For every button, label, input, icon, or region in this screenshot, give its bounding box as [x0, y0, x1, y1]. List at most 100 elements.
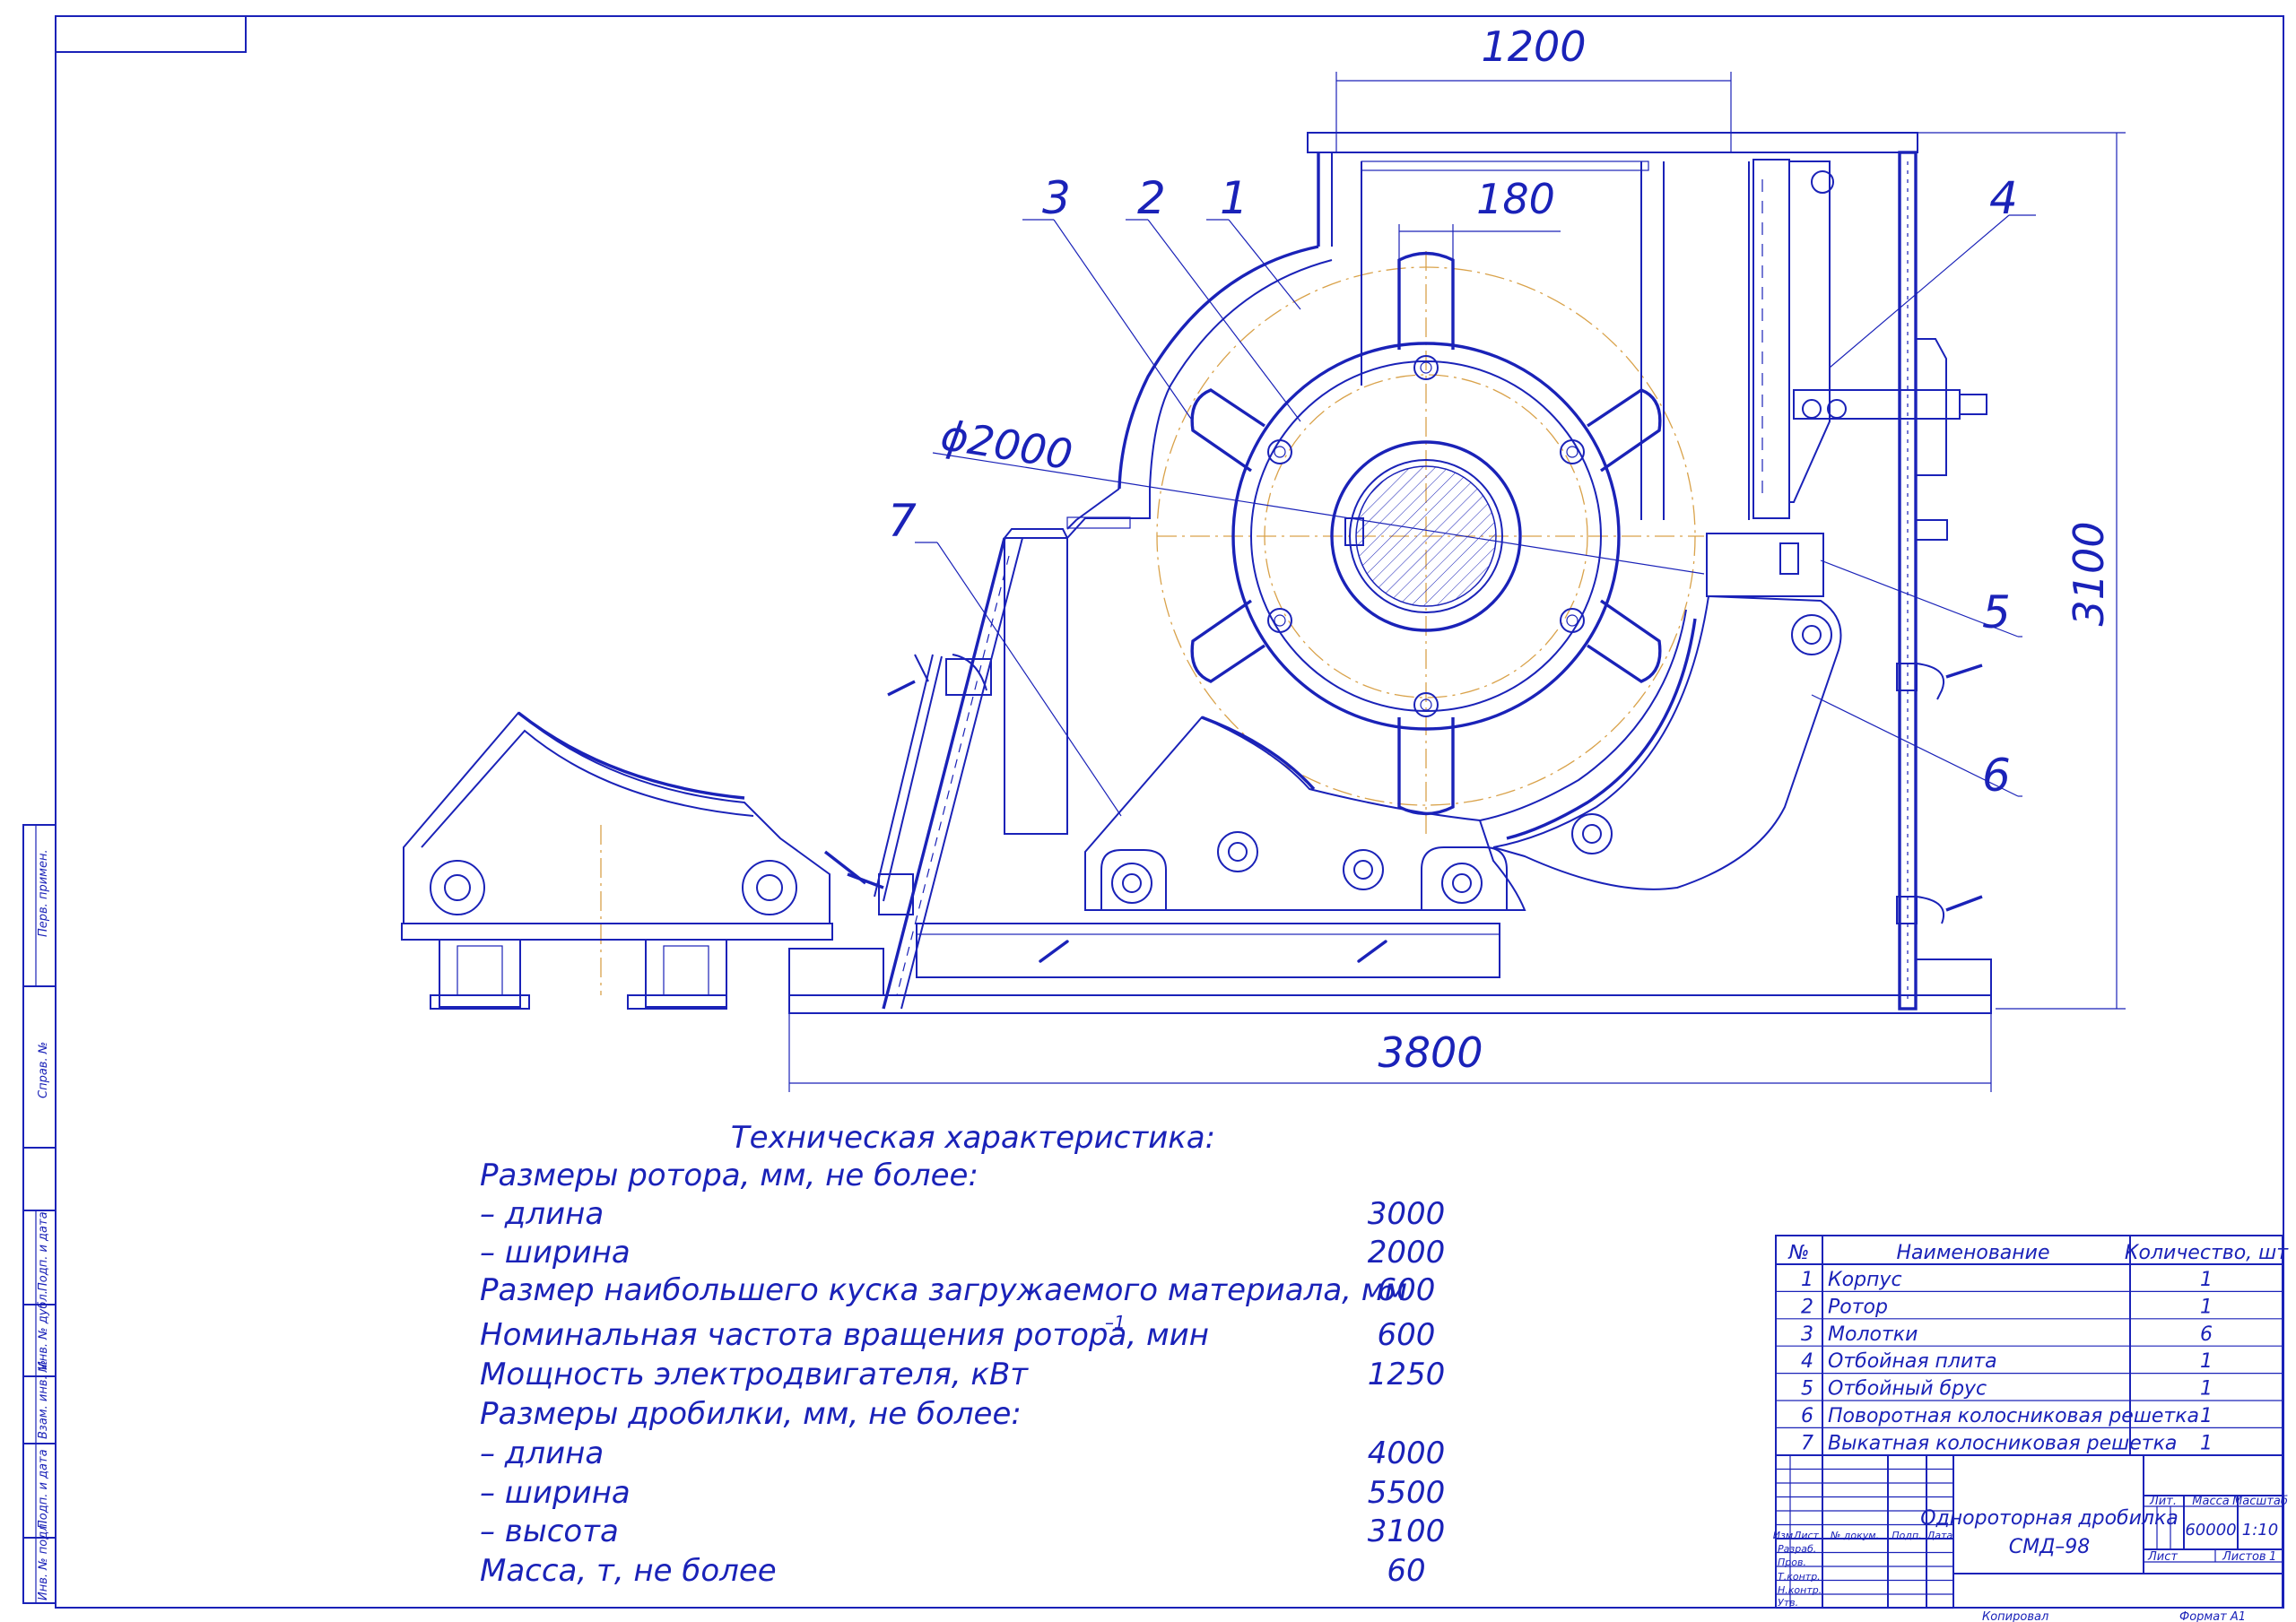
spec-value: 2000: [1368, 1235, 1446, 1271]
hopper-top-flange: [1307, 132, 1918, 153]
crusher-drawing: [401, 72, 2126, 1092]
rollout-grate: [1004, 528, 1526, 911]
rotor-bolts: [1267, 355, 1585, 717]
spec-block: Техническая характеристика: Размеры рото…: [480, 1120, 1445, 1589]
tb-col-header: Лист: [1793, 1530, 1819, 1541]
spec-label: – ширина: [480, 1475, 631, 1511]
parts-header-name: Наименование: [1897, 1242, 2050, 1264]
parts-row-num: 5: [1801, 1378, 1813, 1401]
drawing-frame: [55, 15, 2284, 1609]
spec-label: – ширина: [480, 1235, 631, 1271]
hammers: [1190, 251, 1662, 816]
parts-row-qty: 1: [2200, 1405, 2213, 1427]
leader-lines: [915, 214, 2036, 817]
dim-shaft: 180: [1476, 175, 1555, 223]
tb-copied: Копировал: [1982, 1610, 2048, 1622]
spec-value: 4000: [1368, 1436, 1446, 1471]
dim-height: 3100: [2065, 521, 2113, 626]
swing-grate: [1492, 594, 1842, 890]
tb-name-line1: Однороторная дробилка: [1920, 1507, 2178, 1530]
spec-label: Размеры ротора, мм, не более:: [480, 1158, 978, 1193]
spec-label: Номинальная частота вращения ротора, мин: [480, 1317, 1209, 1353]
tb-col-header: Подп.: [1892, 1530, 1921, 1541]
callout-6: 6: [1982, 750, 2011, 802]
spec-value: 600: [1378, 1272, 1436, 1308]
parts-row-qty: 1: [2200, 1378, 2213, 1401]
parts-row-num: 3: [1801, 1323, 1813, 1346]
parts-row-name: Молотки: [1828, 1323, 1918, 1346]
parts-row-qty: 6: [2200, 1323, 2213, 1346]
right-clamps: [1896, 663, 1983, 924]
spec-value: 600: [1378, 1317, 1436, 1353]
base-frame: [788, 923, 1992, 1014]
inclined-plate: [847, 537, 1023, 1010]
parts-row-qty: 1: [2200, 1350, 2213, 1373]
parts-row-name: Поворотная колосниковая решетка: [1828, 1405, 2199, 1427]
tb-col-header: № докум.: [1830, 1530, 1879, 1541]
spec-value: 3000: [1368, 1196, 1446, 1232]
parts-header-qty: Количество, шт: [2125, 1242, 2289, 1264]
spec-label: – длина: [480, 1436, 604, 1471]
parts-row-qty: 1: [2200, 1269, 2213, 1291]
side-stamp-1: Перв. примен.: [37, 849, 50, 937]
spec-label: Размер наибольшего куска загружаемого ма…: [480, 1272, 1407, 1308]
dimension-lines: [788, 72, 2126, 1092]
breaker-plate: [1788, 160, 1831, 503]
parts-row-name: Ротор: [1828, 1296, 1888, 1318]
parts-row-num: 7: [1801, 1432, 1813, 1454]
parts-row-name: Выкатная колосниковая решетка: [1828, 1432, 2177, 1454]
side-stamp-3: Подп. и дата: [37, 1211, 50, 1291]
housing: [1004, 245, 1687, 821]
dim-length: 3800: [1378, 1028, 1483, 1077]
side-stamp-4: Инв. № дубл.: [37, 1290, 50, 1370]
parts-row-name: Корпус: [1828, 1269, 1902, 1291]
callout-5: 5: [1982, 586, 2011, 638]
callout-1: 1: [1220, 172, 1248, 224]
side-stamp-2: Справ. №: [37, 1042, 50, 1098]
tb-sheets: 1: [2269, 1550, 2276, 1564]
parts-row-num: 6: [1801, 1405, 1813, 1427]
tb-format: Формат А1: [2179, 1610, 2246, 1622]
callout-7: 7: [888, 495, 917, 547]
tb-name-line2: СМД–98: [2009, 1536, 2091, 1558]
side-stamp-5: Взам. инв. №: [37, 1360, 50, 1439]
spec-value: 1250: [1368, 1357, 1446, 1392]
parts-header-num: №: [1788, 1242, 1810, 1264]
spec-value: 3100: [1368, 1514, 1446, 1549]
spec-label: – длина: [480, 1196, 604, 1232]
callout-3: 3: [1042, 172, 1071, 224]
tb-scale: 1:10: [2242, 1521, 2278, 1540]
tb-role: Н.контр.: [1778, 1584, 1822, 1596]
dim-top-width: 1200: [1481, 22, 1586, 71]
tb-role: Разраб.: [1778, 1543, 1816, 1555]
spec-value: 60: [1387, 1553, 1425, 1589]
side-stamp-column: Перв. примен. Справ. № Подп. и дата Инв.…: [22, 824, 57, 1604]
right-wall: [1898, 151, 1918, 1010]
parts-row-name: Отбойная плита: [1828, 1350, 1997, 1373]
tb-mass: 60000: [2185, 1521, 2236, 1540]
parts-row-qty: 1: [2200, 1432, 2213, 1454]
spec-title: Техническая характеристика:: [731, 1120, 1215, 1156]
parts-row-num: 2: [1801, 1296, 1813, 1318]
dim-rotor-diameter: ϕ2000: [937, 411, 1075, 479]
tb-role: Пров.: [1778, 1557, 1806, 1568]
parts-row-name: Отбойный брус: [1828, 1378, 1987, 1401]
grate-trolley: [401, 711, 867, 1010]
rotor-circle-axis: [1156, 266, 1696, 806]
spec-label: Мощность электродвигателя, кВт: [480, 1357, 1029, 1392]
callout-4: 4: [1989, 172, 2018, 224]
parts-row-qty: 1: [2200, 1296, 2213, 1318]
tb-role: Т.контр.: [1778, 1571, 1821, 1583]
parts-row-num: 4: [1801, 1350, 1813, 1373]
tb-scale-label: Масштаб: [2232, 1495, 2288, 1508]
impact-bar: [1706, 533, 1824, 597]
spec-label-sup: –1: [1105, 1312, 1126, 1333]
spec-label: Масса, т, не более: [480, 1553, 777, 1589]
tb-col-header: Дата: [1926, 1530, 1953, 1541]
callout-2: 2: [1137, 172, 1166, 224]
spec-label: Размеры дробилки, мм, не более:: [480, 1396, 1022, 1432]
parts-row-num: 1: [1801, 1269, 1813, 1291]
tb-sheet-label: Лист: [2147, 1550, 2178, 1564]
